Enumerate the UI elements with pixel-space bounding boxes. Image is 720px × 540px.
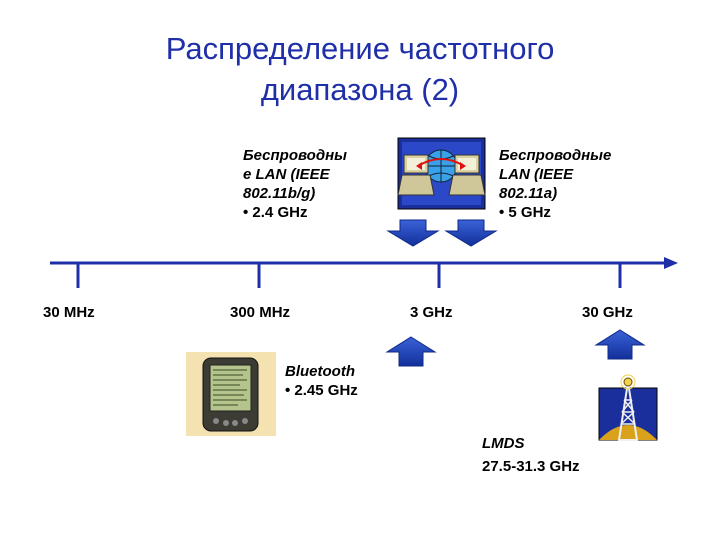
- bluetooth-freq: 2.45 GHz: [285, 381, 357, 400]
- scale-label-30ghz: 30 GHz: [582, 304, 633, 321]
- pda-icon: [186, 352, 276, 436]
- wlan-bg-freq: 2.4 GHz: [243, 203, 347, 222]
- lmds-label: LMDS 27.5-31.3 GHz: [482, 432, 580, 478]
- title-line-1: Распределение частотного: [165, 31, 555, 66]
- down-arrow-icon: [444, 219, 498, 247]
- lmds-freq: 27.5-31.3 GHz: [482, 458, 580, 475]
- scale-label-300mhz: 300 MHz: [230, 304, 291, 321]
- bluetooth-name: Bluetooth: [285, 363, 355, 380]
- wlan-bg-line-2: е LAN (IEEE: [243, 166, 330, 183]
- bluetooth-label: Bluetooth 2.45 GHz: [285, 362, 358, 400]
- title-line-2: диапазона (2): [260, 72, 460, 107]
- wlan-bg-label: Беспроводны е LAN (IEEE 802.11b/g) 2.4 G…: [243, 146, 347, 222]
- axis-arrowhead: [664, 257, 678, 269]
- wlan-a-line-1: Беспроводные: [499, 147, 612, 164]
- up-arrow-icon: [594, 329, 646, 360]
- down-arrow-icon: [386, 219, 440, 247]
- scale-label-3ghz: 3 GHz: [410, 304, 453, 321]
- wlan-a-line-2: LAN (IEEE: [499, 166, 574, 183]
- wlan-bg-line-1: Беспроводны: [243, 147, 347, 164]
- network-computers-icon: [397, 137, 486, 210]
- wlan-bg-line-3: 802.11b/g): [243, 185, 316, 202]
- wlan-a-freq: 5 GHz: [499, 203, 611, 222]
- slide-title: Распределение частотного диапазона (2): [0, 28, 720, 110]
- up-arrow-icon: [385, 336, 437, 367]
- wlan-a-line-3: 802.11a): [499, 185, 558, 202]
- wlan-a-label: Беспроводные LAN (IEEE 802.11a) 5 GHz: [499, 146, 611, 222]
- scale-label-30mhz: 30 MHz: [43, 304, 95, 321]
- lmds-name: LMDS: [482, 435, 525, 452]
- radio-tower-icon: [598, 374, 658, 441]
